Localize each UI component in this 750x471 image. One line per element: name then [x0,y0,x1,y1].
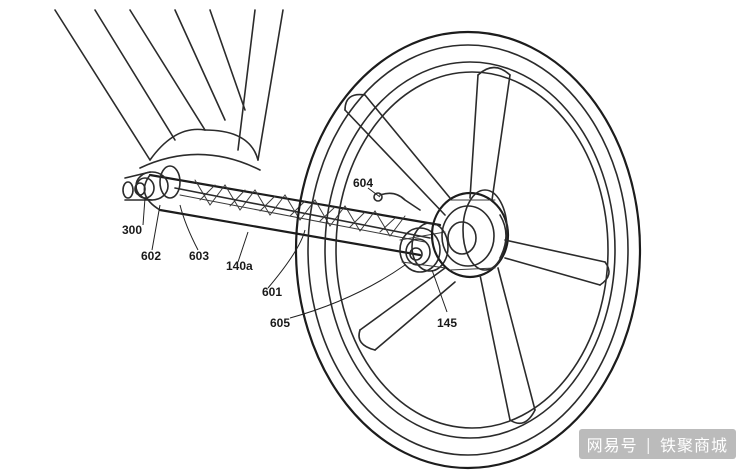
drive-arm-140a [143,173,442,257]
bottom-bracket-assembly [122,165,181,201]
watermark-account: 铁聚商城 [659,436,728,455]
label-300: 300 [122,223,142,237]
rear-drive-pulley [399,222,449,273]
label-602: 602 [141,249,161,263]
source-watermark: 网易号 | 铁聚商城 [578,429,736,459]
label-604: 604 [353,176,373,190]
wheel-spokes [344,66,610,425]
label-605: 605 [270,316,290,330]
watermark-source: 网易号 [586,436,638,455]
lever-604 [373,192,421,211]
label-603: 603 [189,249,209,263]
wheel-rim [294,30,642,470]
leader-lines [142,187,448,319]
label-601: 601 [262,285,282,299]
frame-tubes [54,9,284,171]
label-140a: 140a [226,259,253,273]
label-145: 145 [437,316,457,330]
wheel-hub [430,189,510,279]
watermark-separator: | [645,434,652,454]
